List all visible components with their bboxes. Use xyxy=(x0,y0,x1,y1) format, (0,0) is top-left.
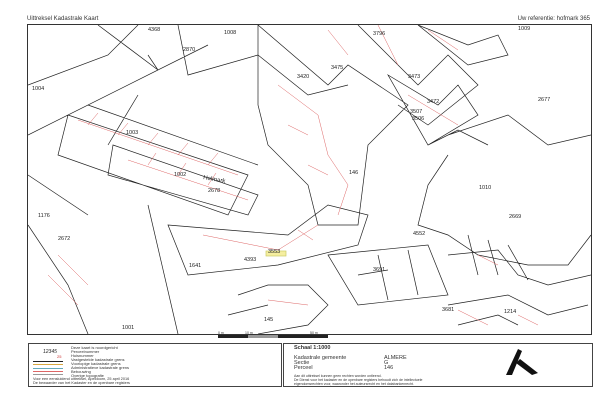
parcel-label: 2678 xyxy=(208,188,221,194)
scale-text: Schaal 1:1000 xyxy=(294,345,331,351)
parcel-label: 1004 xyxy=(32,86,45,92)
parcel-label: 3796 xyxy=(373,31,386,37)
legend-line-provisional xyxy=(33,364,63,365)
legend-item: Overige topografie xyxy=(71,373,104,378)
parcel-label: 3681 xyxy=(442,307,455,313)
parcel-label: 2870 xyxy=(183,47,196,53)
legend-line-fixed xyxy=(33,361,63,362)
parcel-label: 1214 xyxy=(504,309,517,315)
parcel-label: 4552 xyxy=(413,231,426,237)
field-value: G xyxy=(384,360,389,366)
scale-label: 10 m xyxy=(245,331,253,335)
parcel-label: 3475 xyxy=(331,65,344,71)
legend-item: Huisnummer xyxy=(71,353,94,358)
legend-item: Bebouwing xyxy=(71,369,91,374)
parcel-label: 1176 xyxy=(38,213,50,219)
disclaimer: eigendomsrechten voor, waaronder het aut… xyxy=(294,382,414,386)
legend-footer: De bewaarder van het Kadaster en de open… xyxy=(33,381,130,385)
parcel-boundaries xyxy=(28,25,591,334)
scale-label: 0 m xyxy=(218,331,224,335)
field-value: 146 xyxy=(384,365,394,371)
parcel-label: 1002 xyxy=(174,172,187,178)
legend-symbol-house: 25 xyxy=(57,354,62,359)
field-label: Sectie xyxy=(294,360,310,366)
parcel-label: 2669 xyxy=(509,214,522,220)
parcel-label: 1003 xyxy=(126,130,139,136)
map-title: Uittreksel Kadastrale Kaart xyxy=(27,16,99,22)
parcel-label: 1641 xyxy=(189,263,202,269)
parcel-label: 3506 xyxy=(412,116,425,122)
parcel-label: 4393 xyxy=(244,257,257,263)
legend: 12345 25 Deze kaart is noordgericht Perc… xyxy=(28,343,282,387)
parcel-label: 1001 xyxy=(122,325,135,331)
kadaster-logo-icon xyxy=(506,349,538,375)
parcel-label: 3473 xyxy=(408,74,421,80)
scale-bar xyxy=(218,335,328,338)
parcel-info: Schaal 1:1000 Kadastrale gemeente ALMERE… xyxy=(283,343,593,387)
legend-line-building xyxy=(33,371,63,372)
legend-item: Voorlopige kadastrale grens xyxy=(71,361,121,366)
field-label: Perceel xyxy=(294,365,313,371)
legend-item: Perceelnummer xyxy=(71,349,100,354)
parcel-label: 1008 xyxy=(224,30,237,36)
legend-item: Vastgestelde kadastrale grens xyxy=(71,357,125,362)
parcel-label: 3507 xyxy=(410,109,423,115)
parcel-label: 2677 xyxy=(538,97,551,103)
highlighted-parcel xyxy=(265,250,287,257)
parcel-label: 3472 xyxy=(427,99,440,105)
cadastral-map[interactable]: 4368 2870 1008 3420 3475 3473 3796 1009 … xyxy=(27,24,592,335)
legend-item: Administratieve kadastrale grens xyxy=(71,365,130,370)
legend-line-admin xyxy=(33,368,63,369)
parcel-label: 3691 xyxy=(373,267,386,273)
disclaimer: Aan dit uittreksel kunnen geen rechten w… xyxy=(294,374,382,378)
field-value: ALMERE xyxy=(384,355,407,361)
disclaimer: De Dienst voor het kadaster en de openba… xyxy=(294,378,423,382)
scale-label: 50 m xyxy=(310,331,318,335)
legend-footer: Voor een eensluidend uittreksel, Apeldoo… xyxy=(33,377,130,381)
reference: Uw referentie: hofmark 365 xyxy=(517,16,590,22)
legend-line-topo xyxy=(33,374,63,375)
parcel-label: 2672 xyxy=(58,236,71,242)
parcel-label: 3420 xyxy=(297,74,310,80)
parcel-label: 145 xyxy=(264,317,274,323)
field-label: Kadastrale gemeente xyxy=(294,355,347,361)
parcel-label: 3553 xyxy=(268,249,281,255)
legend-item: Deze kaart is noordgericht xyxy=(71,345,118,350)
parcel-label: 4368 xyxy=(148,27,161,33)
legend-symbol-number: 12345 xyxy=(43,349,57,355)
parcel-label: 1009 xyxy=(518,26,531,32)
parcel-label: 146 xyxy=(349,170,359,176)
parcel-label: 1010 xyxy=(479,185,492,191)
